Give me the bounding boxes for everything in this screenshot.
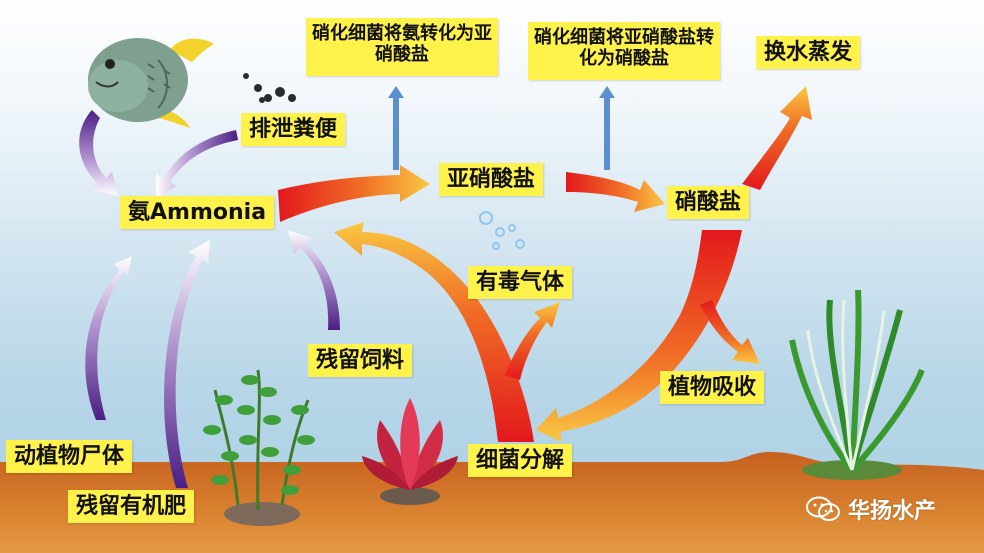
label-bacteria-decomposition: 细菌分解	[468, 444, 573, 478]
soil-ground	[0, 452, 984, 553]
brand-watermark: 华扬水产	[806, 493, 936, 525]
label-residual-feed: 残留饲料	[308, 344, 413, 378]
arrow-bacteria-to-toxic-gas	[505, 302, 560, 380]
arrow-nitrate-to-plant-absorb	[700, 300, 760, 364]
label-excretion: 排泄粪便	[241, 113, 346, 147]
bubbles	[479, 211, 525, 250]
label-plant-absorb: 植物吸收	[660, 371, 765, 405]
label-ammonia: 氨Ammonia	[120, 196, 275, 230]
blue-arrow-nitrify-nitrite	[599, 86, 615, 170]
feces-dots	[243, 73, 296, 103]
blue-arrow-nitrify-ammonia	[388, 86, 404, 170]
label-nitrify-ammonia: 硝化细菌将氨转化为亚硝酸盐	[306, 18, 498, 76]
arrow-feed-to-ammonia	[288, 230, 340, 330]
label-nitrate: 硝酸盐	[667, 186, 750, 220]
label-dead-bodies: 动植物尸体	[6, 440, 133, 474]
fish-illustration	[88, 38, 214, 128]
wechat-icon	[806, 496, 840, 521]
arrow-bacteria-to-ammonia	[334, 222, 534, 442]
brand-name: 华扬水产	[848, 499, 937, 524]
arrow-nitrate-to-bacteria	[536, 230, 742, 442]
arrow-fish-to-ammonia	[79, 110, 118, 196]
label-nitrite: 亚硝酸盐	[439, 163, 544, 197]
red-plant	[362, 398, 458, 505]
arrow-nitrite-to-nitrate	[566, 172, 665, 212]
arrow-fertilizer-to-ammonia	[164, 240, 210, 488]
label-water-evaporation: 换水蒸发	[756, 36, 861, 70]
green-plant-left	[203, 369, 315, 526]
label-nitrify-nitrite: 硝化细菌将亚硝酸盐转化为硝酸盐	[528, 22, 720, 80]
arrow-nitrate-to-evaporation	[742, 86, 812, 190]
label-organic-fertilizer: 残留有机肥	[68, 490, 195, 524]
grass-plant-right	[789, 289, 925, 480]
arrow-ammonia-to-nitrite	[278, 165, 430, 222]
arrow-dead-bodies-to-ammonia	[85, 256, 132, 420]
arrow-excretion-to-ammonia	[156, 130, 238, 200]
label-toxic-gas: 有毒气体	[468, 266, 573, 300]
